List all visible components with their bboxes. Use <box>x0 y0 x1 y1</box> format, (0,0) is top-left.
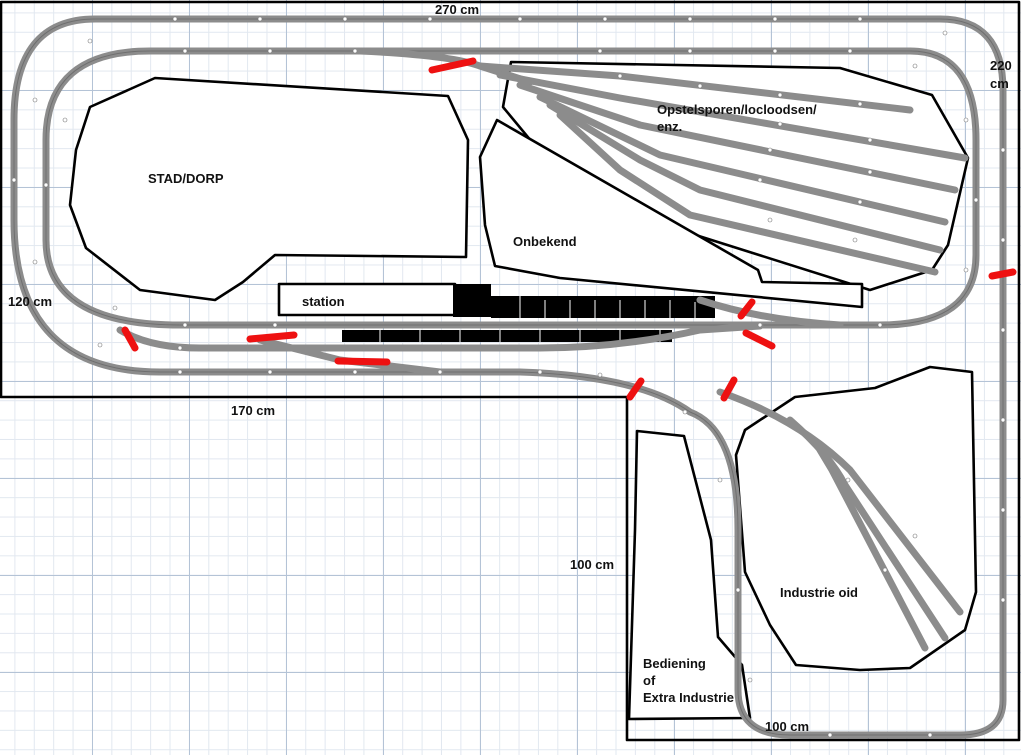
separator-1 <box>428 57 477 74</box>
dimension-lower-bottom: 100 cm <box>765 719 810 734</box>
track-markers <box>11 16 1006 738</box>
yard-label: Opstelsporen/locloodsen/ enz. <box>657 101 817 135</box>
dimension-right: 220 cm <box>990 58 1012 91</box>
unknown-label: Onbekend <box>513 234 577 249</box>
yard-track-2 <box>496 71 969 162</box>
dimension-bottom-left: 170 cm <box>231 403 276 418</box>
station-passing-track <box>116 322 764 352</box>
industry-spur-3 <box>816 446 929 652</box>
town-label: STAD/DORP <box>148 171 224 186</box>
dimension-left: 120 cm <box>8 294 53 309</box>
yard-label-line-2: enz. <box>657 119 683 134</box>
yard-label-line-1: Opstelsporen/locloodsen/ <box>657 102 817 117</box>
dimension-top: 270 cm <box>435 2 480 17</box>
control-zone <box>627 429 752 721</box>
separator-8 <box>720 376 738 402</box>
dimension-lower-middle: 100 cm <box>570 557 615 572</box>
separator-7 <box>626 377 645 401</box>
unknown-zone <box>478 118 864 309</box>
separator-6 <box>742 329 776 350</box>
control-label-line-3: Extra Industrie <box>643 690 735 705</box>
station-east-track <box>696 296 844 329</box>
yard-track-6 <box>556 111 939 276</box>
industry-label: Industrie oid <box>780 585 858 600</box>
station-platforms <box>342 284 715 342</box>
station-label: station <box>302 294 345 309</box>
separator-3 <box>246 331 298 343</box>
control-label-line-1: Bediening <box>643 656 706 671</box>
separator-4 <box>334 357 391 366</box>
yard-track-3 <box>516 81 959 194</box>
separator-9 <box>988 268 1017 280</box>
separator-5 <box>737 298 756 320</box>
control-label-line-2: of <box>643 673 656 688</box>
separator-2 <box>121 326 139 352</box>
control-label: Bediening of Extra Industrie <box>643 655 734 706</box>
yard-track-4 <box>536 93 949 226</box>
yard-track-5 <box>546 101 944 254</box>
town-zone <box>68 76 470 302</box>
track-separators <box>121 57 1017 402</box>
